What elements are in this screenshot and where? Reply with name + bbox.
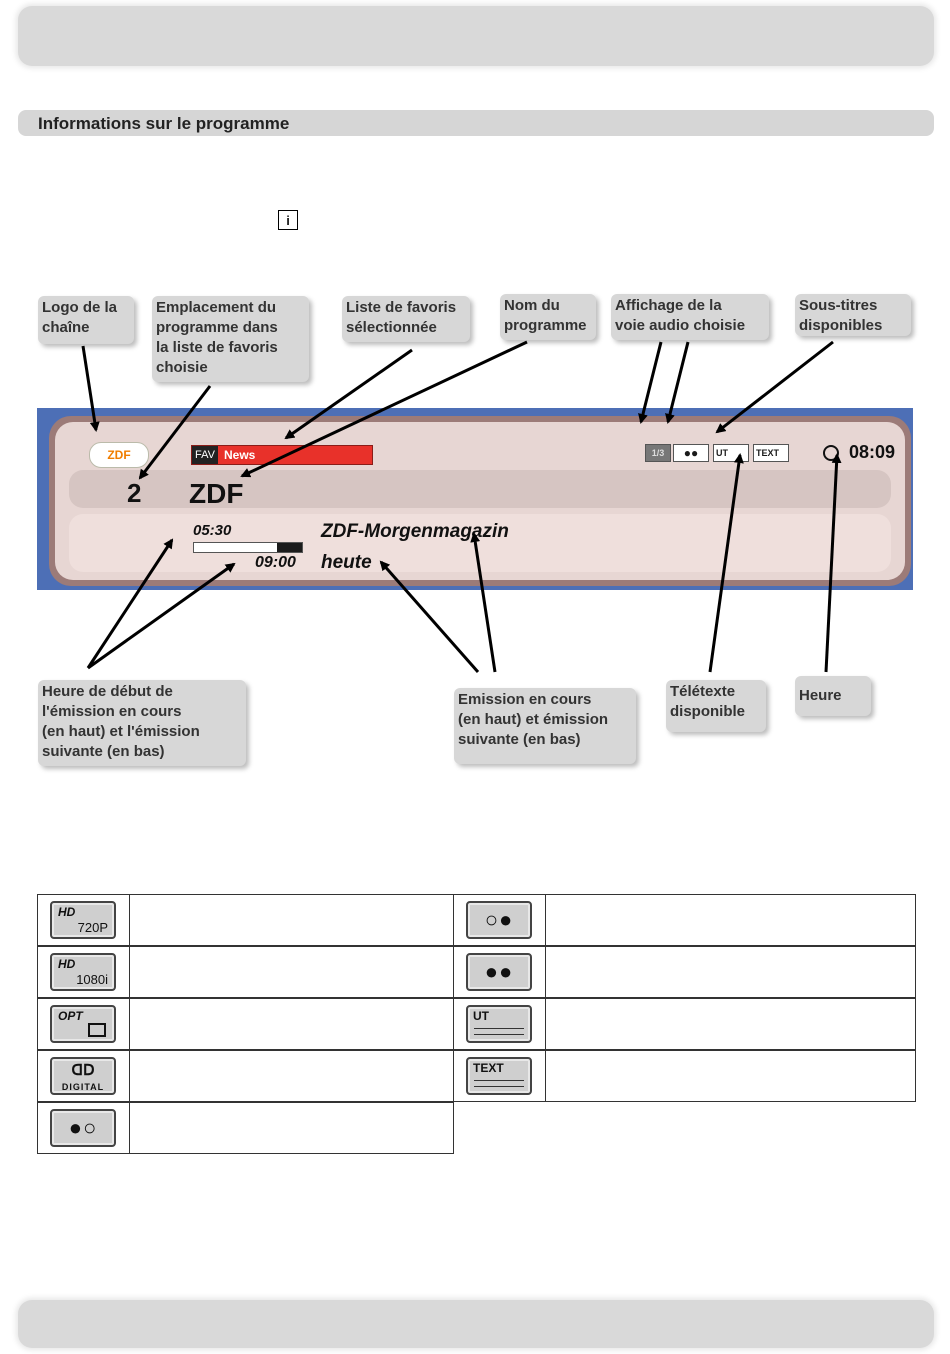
stereo-left-icon: ●○ (50, 1109, 116, 1147)
legend-row: HD 1080i (37, 946, 454, 998)
start-time-next: 09:00 (255, 554, 296, 571)
callout-start-times: Heure de début de l'émission en cours (e… (38, 680, 246, 766)
legend-row: ●○ (37, 1102, 454, 1154)
header-bar (18, 6, 934, 66)
callout-subtitles: Sous-titres disponibles (795, 294, 911, 336)
legend-description (130, 895, 453, 945)
legend-row: ○● (453, 894, 916, 946)
audio-track-count: 1/3 (645, 444, 671, 462)
legend-description (130, 1051, 453, 1101)
legend-description (546, 999, 915, 1049)
legend-description (130, 1103, 453, 1153)
progress-bar (193, 542, 303, 553)
callout-teletext: Télétexte disponible (666, 680, 766, 732)
favorite-list-bar: FAV News (191, 445, 373, 465)
info-panel: ZDF FAV News 1/3 ●● UT TEXT 08:09 2 ZDF … (49, 416, 911, 586)
callout-broadcasts: Emission en cours (en haut) et émission … (454, 688, 636, 764)
next-broadcast-title: heute (321, 552, 372, 573)
legend-row: ᗡᗞ DIGITAL (37, 1050, 454, 1102)
legend-row: UT (453, 998, 916, 1050)
legend-description (546, 1051, 915, 1101)
clock-time: 08:09 (849, 442, 896, 462)
legend-description (130, 999, 453, 1049)
program-name: ZDF (189, 478, 244, 509)
teletext-icon: TEXT (466, 1057, 532, 1095)
clock-icon (823, 445, 839, 461)
stereo-right-icon: ○● (466, 901, 532, 939)
audio-icon: ●● (673, 444, 709, 462)
legend-row: ●● (453, 946, 916, 998)
progress-fill (277, 543, 302, 552)
legend-description (130, 947, 453, 997)
legend-description (546, 947, 915, 997)
fav-list-name: News (224, 448, 256, 462)
subtitle-icon: UT (713, 444, 749, 462)
dolby-digital-icon: ᗡᗞ DIGITAL (50, 1057, 116, 1095)
fav-tag: FAV (192, 446, 218, 464)
icon-legend-table: HD 720P ○● HD 1080i ●● (37, 894, 916, 1157)
section-header: Informations sur le programme (18, 110, 934, 136)
legend-row: OPT (37, 998, 454, 1050)
legend-row: TEXT (453, 1050, 916, 1102)
channel-logo: ZDF (89, 442, 149, 468)
callout-logo: Logo de la chaîne (38, 296, 134, 344)
info-key-icon: i (278, 210, 298, 230)
start-time-current: 05:30 (193, 522, 232, 539)
info-banner-screenshot: ZDF FAV News 1/3 ●● UT TEXT 08:09 2 ZDF … (37, 408, 913, 590)
current-broadcast-title: ZDF-Morgenmagazin (321, 521, 509, 542)
program-number: 2 (127, 478, 142, 508)
callout-program-name: Nom du programme (500, 294, 596, 340)
hd-720p-icon: HD 720P (50, 901, 116, 939)
callout-time: Heure (795, 676, 871, 716)
teletext-icon: TEXT (753, 444, 789, 462)
subtitle-icon: UT (466, 1005, 532, 1043)
hd-1080i-icon: HD 1080i (50, 953, 116, 991)
callout-fav-position: Emplacement du programme dans la liste d… (152, 296, 309, 382)
option-icon: OPT (50, 1005, 116, 1043)
section-title: Informations sur le programme (38, 114, 290, 133)
legend-row: HD 720P (37, 894, 454, 946)
stereo-dual-icon: ●● (466, 953, 532, 991)
callout-audio: Affichage de la voie audio choisie (611, 294, 769, 340)
legend-description (546, 895, 915, 945)
footer-bar (18, 1300, 934, 1348)
callout-fav-list: Liste de favoris sélectionnée (342, 296, 470, 342)
